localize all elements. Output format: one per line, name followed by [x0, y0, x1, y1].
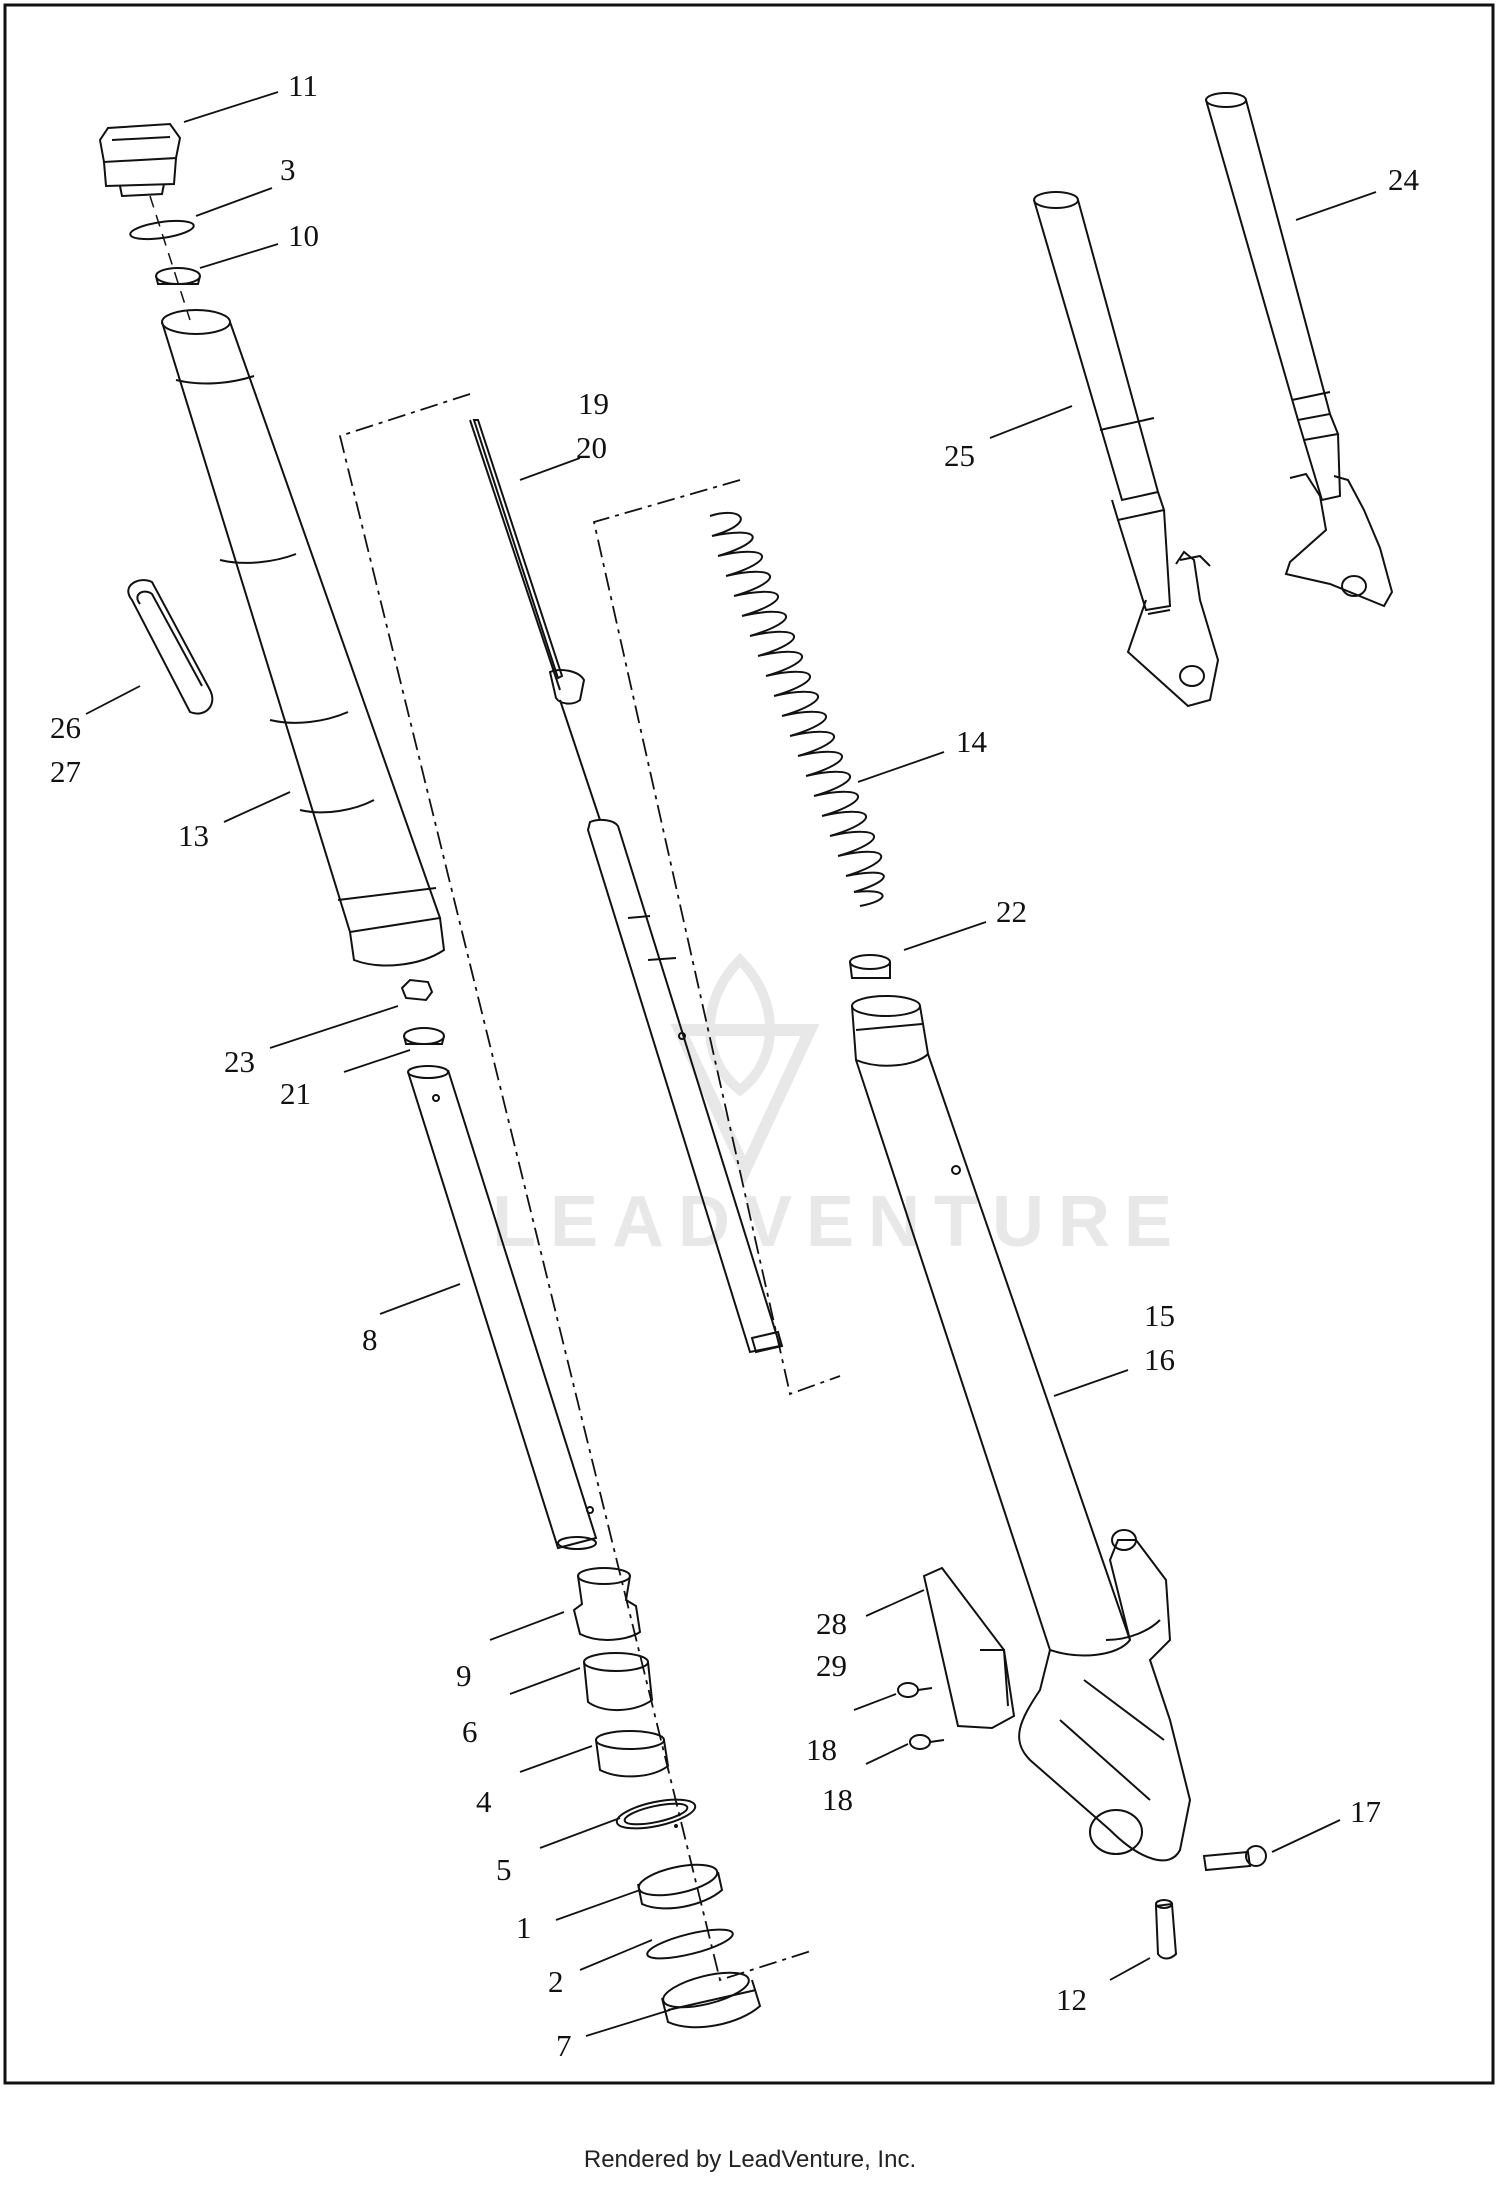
- callout-20: 20: [576, 430, 607, 465]
- callout-27: 27: [50, 754, 81, 789]
- callout-12: 12: [1056, 1982, 1087, 2017]
- part-1-oil-seal: [637, 1824, 724, 1910]
- watermark: LEADVENTURE: [492, 952, 1186, 1262]
- callout-18-upper: 18: [806, 1732, 837, 1767]
- part-25-left-fork-assembly: [1033, 191, 1220, 708]
- part-3-o-ring: [129, 219, 195, 241]
- part-15-16-lower-leg: [851, 995, 1192, 1862]
- callout-2: 2: [548, 1964, 564, 1999]
- part-8-damper-rod: [407, 1065, 598, 1550]
- axis-line-cap: [149, 195, 191, 321]
- callout-14: 14: [956, 724, 988, 759]
- callout-1: 1: [516, 1910, 532, 1945]
- callout-4: 4: [476, 1784, 492, 1819]
- callout-7: 7: [556, 2028, 572, 2063]
- watermark-text: LEADVENTURE: [492, 1182, 1186, 1262]
- part-17-axle-bolt: [1202, 1845, 1267, 1872]
- callout-15: 15: [1144, 1298, 1175, 1333]
- callout-26: 26: [50, 710, 81, 745]
- bracket-cartridge-assembly: [338, 393, 815, 1982]
- part-23-nut: [400, 978, 434, 1002]
- part-7-dust-seal: [661, 1971, 762, 2029]
- part-4-bushing: [595, 1730, 670, 1778]
- callout-8: 8: [362, 1322, 378, 1357]
- part-26-grommet: [127, 579, 214, 715]
- callout-23: 23: [224, 1044, 255, 1079]
- part-28-29-guard: [922, 1566, 1016, 1730]
- callout-16: 16: [1144, 1342, 1175, 1377]
- callout-22: 22: [996, 894, 1027, 929]
- callout-10: 10: [288, 218, 319, 253]
- part-10-washer: [155, 267, 201, 285]
- part-18-bolt-upper: [897, 1682, 933, 1698]
- callout-labels: 11 3 10 24 19 20 25 26 27 14 13 22 23 21…: [50, 68, 1420, 2063]
- bracket-spring-assembly: [592, 479, 841, 1396]
- callout-24: 24: [1388, 162, 1420, 197]
- callout-17: 17: [1350, 1794, 1381, 1829]
- part-9-bushing: [572, 1567, 642, 1641]
- callout-25: 25: [944, 438, 975, 473]
- part-18-bolt-lower: [909, 1734, 945, 1750]
- leader-lines: [85, 91, 1377, 2037]
- part-6-bushing: [583, 1652, 654, 1712]
- callout-6: 6: [462, 1714, 478, 1749]
- diagram-border: [3, 3, 1495, 2085]
- part-22-spacer: [849, 954, 891, 979]
- callout-13: 13: [178, 818, 209, 853]
- callout-18-lower: 18: [822, 1782, 853, 1817]
- part-5-washer: [615, 1798, 697, 1830]
- callout-9: 9: [456, 1658, 472, 1693]
- part-13-fork-tube: [161, 309, 446, 967]
- callout-3: 3: [280, 152, 296, 187]
- part-24-right-fork-assembly: [1205, 92, 1394, 608]
- part-14-spring: [709, 511, 885, 907]
- part-21-bushing: [403, 1027, 445, 1045]
- callout-11: 11: [288, 68, 318, 103]
- part-11-fork-cap: [98, 122, 182, 198]
- callout-5: 5: [496, 1852, 512, 1887]
- part-2-retaining-ring: [646, 1928, 734, 1960]
- callout-28: 28: [816, 1606, 847, 1641]
- part-19-20-cartridge: [469, 419, 784, 1354]
- part-12-pin: [1154, 1899, 1178, 1960]
- callout-19: 19: [578, 386, 609, 421]
- footer-credit: Rendered by LeadVenture, Inc.: [583, 2146, 917, 2173]
- callout-21: 21: [280, 1076, 311, 1111]
- callout-29: 29: [816, 1648, 847, 1683]
